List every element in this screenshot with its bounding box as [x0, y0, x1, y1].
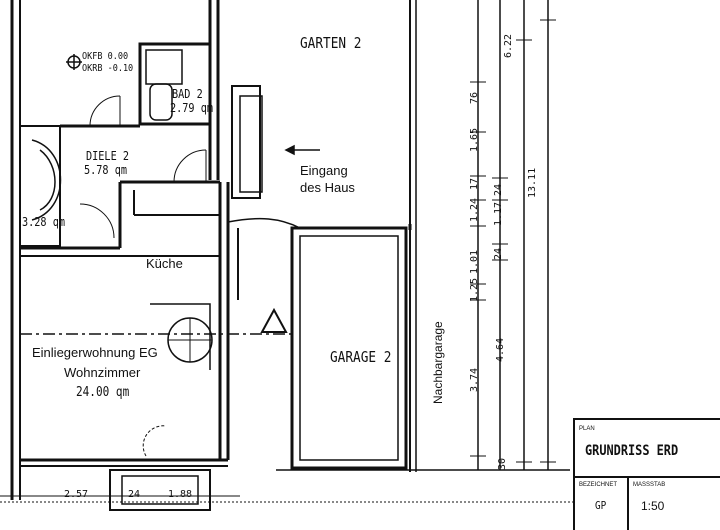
dim-label: 1.25	[469, 277, 480, 302]
dim-label: 6.22	[503, 33, 514, 58]
hall-name: DIELE 2	[86, 149, 129, 163]
title-block-col1-header: BEZEICHNET	[579, 482, 618, 488]
dim-label: 76	[469, 91, 480, 104]
dim-label: 4.64	[495, 337, 506, 362]
living-label-2: Wohnzimmer	[64, 365, 141, 380]
level-okff: OKFB 0.00	[82, 51, 129, 62]
entrance-label-2: des Haus	[300, 180, 355, 195]
neighbor-garage-label: Nachbargarage	[431, 321, 445, 404]
garage-label: GARAGE 2	[330, 348, 392, 366]
title-block-plan-title: GRUNDRISS ERD	[585, 443, 679, 459]
title-block-col2-header: MASSSTAB	[633, 482, 666, 488]
title-block-plan-header: PLAN	[579, 426, 595, 432]
dim-label: 2.57	[64, 489, 89, 500]
title-block-col2-value: 1:50	[641, 499, 665, 513]
dim-label: 1.65	[469, 127, 480, 152]
living-label-1: Einliegerwohnung EG	[32, 345, 158, 360]
kitchen-label: Küche	[146, 256, 183, 271]
dim-label: 24	[493, 247, 504, 260]
dim-label: 17	[469, 177, 480, 190]
dim-label: 1.01	[469, 249, 480, 274]
dim-label: 30	[497, 457, 508, 470]
dim-label: 24	[128, 489, 141, 500]
living-area: 24.00 qm	[76, 385, 130, 400]
dim-label: 1.88	[168, 489, 193, 500]
corridor-area: 3.28 qm	[22, 215, 65, 229]
bath-area: 2.79 qm	[170, 101, 213, 115]
garden-label: GARTEN 2	[300, 34, 362, 52]
dim-label: 1.17	[493, 201, 504, 226]
dim-label: 13.11	[527, 167, 538, 198]
dim-label: 24	[493, 183, 504, 196]
bath-name: BAD 2	[172, 87, 203, 101]
level-okrb: OKRB -0.10	[82, 63, 134, 74]
title-block: PLAN GRUNDRISS ERD BEZEICHNET MASSSTAB G…	[573, 418, 720, 530]
dim-label: 3.74	[469, 367, 480, 392]
title-block-col1-value: GP	[595, 499, 607, 512]
entrance-label-1: Eingang	[300, 163, 348, 178]
hall-area: 5.78 qm	[84, 163, 127, 177]
dim-label: 1.24	[469, 197, 480, 222]
